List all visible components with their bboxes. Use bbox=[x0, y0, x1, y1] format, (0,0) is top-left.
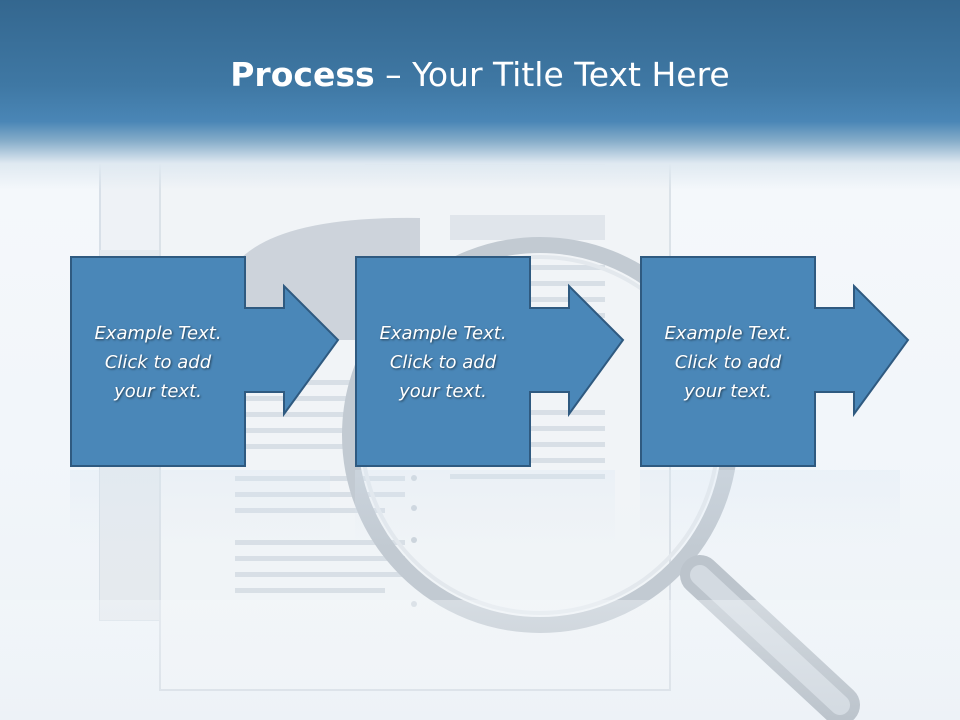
step-text-line: your text. bbox=[114, 380, 202, 402]
arrow-box-shape bbox=[355, 256, 625, 467]
step-text-line: Click to add bbox=[104, 351, 212, 373]
process-step-1[interactable]: Example Text. Click to add your text. bbox=[70, 256, 370, 468]
arrow-box-shape bbox=[70, 256, 340, 467]
step-text-line: your text. bbox=[399, 380, 487, 402]
step-text[interactable]: Example Text. Click to add your text. bbox=[359, 256, 527, 468]
arrow-box-shape bbox=[640, 256, 910, 467]
step-text-line: Example Text. bbox=[379, 322, 507, 344]
step-text-line: Click to add bbox=[389, 351, 497, 373]
step-text-line: Example Text. bbox=[664, 322, 792, 344]
title-bar bbox=[0, 0, 960, 190]
step-text[interactable]: Example Text. Click to add your text. bbox=[74, 256, 242, 468]
step-text[interactable]: Example Text. Click to add your text. bbox=[644, 256, 812, 468]
step-text-line: your text. bbox=[684, 380, 772, 402]
process-step-2[interactable]: Example Text. Click to add your text. bbox=[355, 256, 655, 468]
slide-title[interactable]: Process – Your Title Text Here bbox=[0, 50, 960, 100]
title-bold: Process bbox=[230, 55, 375, 94]
step-reflection bbox=[355, 470, 615, 550]
step-reflection bbox=[70, 470, 330, 550]
step-reflection bbox=[640, 470, 900, 550]
title-rest: – Your Title Text Here bbox=[374, 55, 730, 94]
process-step-3[interactable]: Example Text. Click to add your text. bbox=[640, 256, 940, 468]
step-text-line: Click to add bbox=[674, 351, 782, 373]
step-text-line: Example Text. bbox=[94, 322, 222, 344]
